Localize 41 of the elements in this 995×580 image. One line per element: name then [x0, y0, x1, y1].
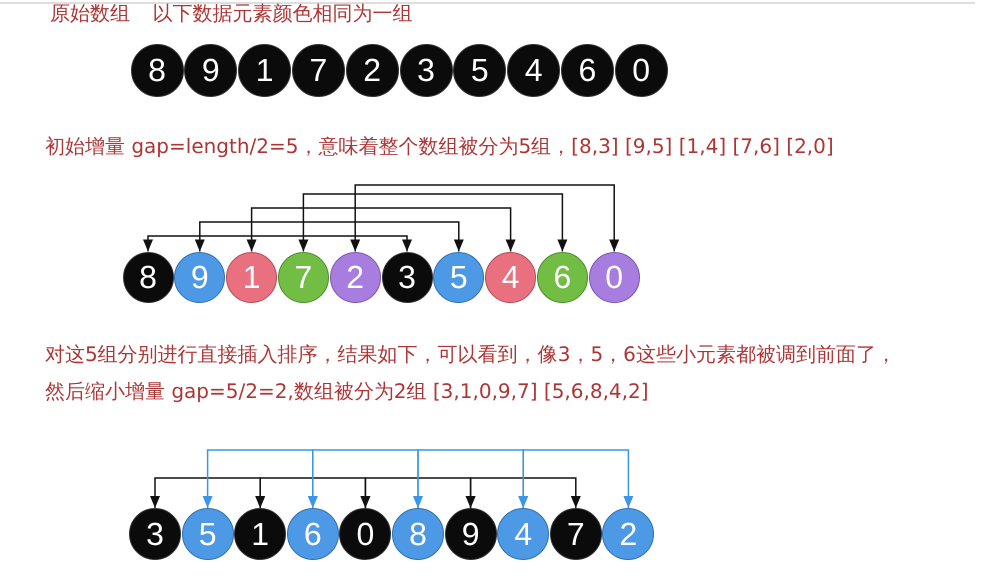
number-circle: 5	[453, 44, 506, 96]
number-circle: 6	[286, 508, 339, 560]
number-circle: 8	[122, 252, 174, 302]
number-circle: 6	[536, 252, 588, 302]
number-circle: 4	[507, 44, 560, 96]
number-circle: 0	[588, 252, 640, 302]
arrow	[298, 193, 568, 252]
number-circle: 8	[392, 508, 444, 560]
description-text: 初始增量 gap=length/2=5，意味着整个数组被分为5组，[8,3] [9,5] [1,4] [7,6] [2,0]	[45, 133, 834, 159]
number-circle: 6	[560, 44, 614, 96]
number-circle: 7	[278, 252, 329, 302]
number-circle: 2	[330, 252, 381, 302]
number-circle: 0	[339, 508, 392, 560]
number-circle: 2	[602, 508, 654, 560]
number-circle: 4	[485, 252, 536, 302]
number-circle: 3	[382, 252, 432, 302]
number-circle: 1	[234, 508, 286, 560]
number-circle: 4	[497, 508, 550, 560]
number-circle: 9	[174, 252, 226, 302]
number-circle: 3	[129, 508, 181, 560]
number-circle: 3	[400, 44, 452, 96]
arrow	[246, 207, 516, 252]
description-text: 然后缩小增量 gap=5/2=2,数组被分为2组 [3,1,0,9,7] [5,6,8,4,2]	[45, 378, 649, 404]
number-circle: 5	[433, 252, 484, 302]
number-circle: 0	[614, 44, 668, 96]
number-circle: 1	[226, 252, 278, 302]
arrow	[194, 221, 464, 252]
arrow	[143, 235, 412, 252]
number-circle: 7	[550, 508, 602, 560]
arrow	[350, 184, 620, 252]
number-circle: 9	[184, 44, 238, 96]
description-text: 原始数组 以下数据元素颜色相同为一组	[50, 0, 412, 26]
arrow	[466, 477, 581, 508]
number-circle: 5	[182, 508, 234, 560]
number-circle: 7	[292, 44, 345, 96]
arrow	[518, 449, 634, 508]
number-circle: 2	[346, 44, 399, 96]
number-circle: 9	[444, 508, 497, 560]
description-text: 对这5组分别进行直接插入排序，结果如下，可以看到，像3，5，6这些小元素都被调到前面了，	[45, 341, 896, 367]
number-circle: 8	[130, 44, 184, 96]
number-circle: 1	[238, 44, 292, 96]
